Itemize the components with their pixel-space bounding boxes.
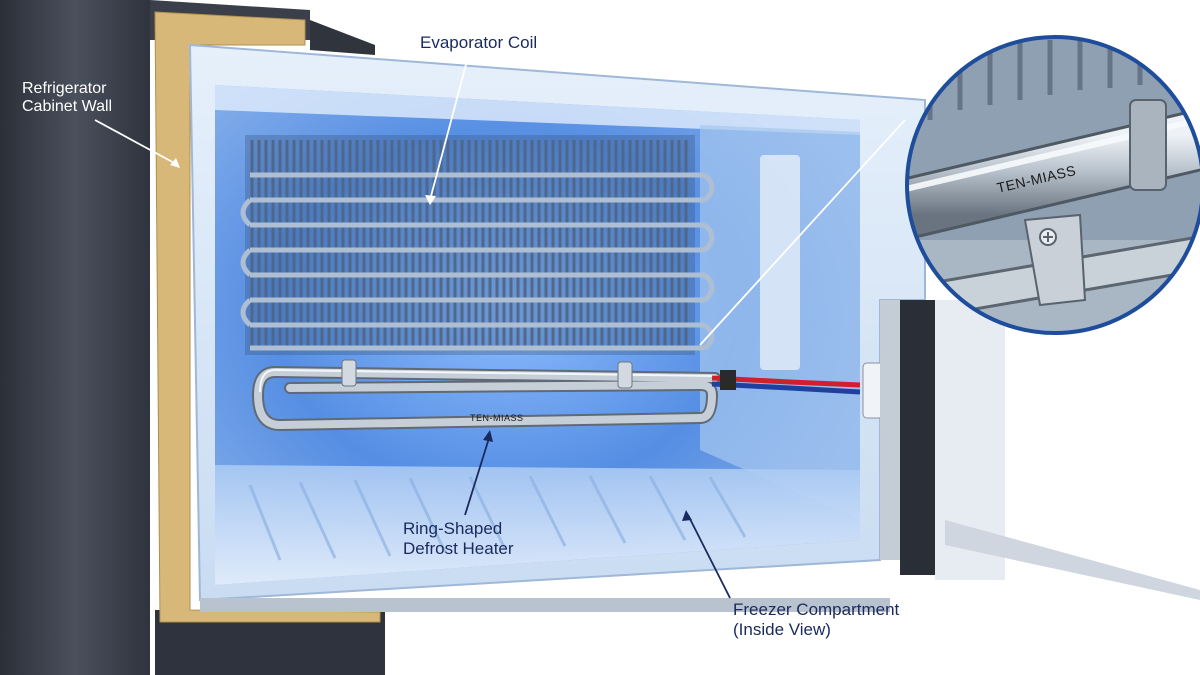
label-freezer-compartment: Freezer Compartment (Inside View) [733, 600, 899, 640]
label-freezer-line1: Freezer Compartment [733, 600, 900, 619]
insulation-foam [154, 11, 381, 623]
leader-heater [464, 434, 491, 516]
label-heater-line2: Defrost Heater [403, 539, 514, 558]
evaporator-tube-bend [703, 223, 715, 252]
freezer-floor [215, 465, 860, 585]
label-freezer-line2: (Inside View) [733, 620, 831, 639]
leader-lines [94, 56, 906, 346]
heater-marking: TEN-MIASS [470, 413, 524, 423]
evaporator-coil [240, 135, 715, 355]
label-evaporator-text: Evaporator Coil [420, 33, 538, 52]
label-defrost-heater: Ring-Shaped Defrost Heater [403, 519, 514, 559]
label-cabinet-wall-line2: Cabinet Wall [22, 98, 113, 115]
leader-evaporator [429, 56, 469, 201]
leader-freezer [687, 514, 731, 599]
label-evaporator-coil: Evaporator Coil [420, 33, 537, 53]
evaporator-tube-bend [703, 323, 715, 350]
evaporator-tube-bend [240, 248, 252, 277]
leader-zoom [699, 119, 906, 346]
label-cabinet-wall-line1: Refrigerator [22, 80, 107, 97]
evaporator-tube-bend [240, 198, 252, 227]
evaporator-tube-bend [240, 298, 252, 327]
leader-wall [94, 119, 179, 166]
label-heater-line1: Ring-Shaped [403, 519, 503, 538]
evaporator-tube-bend [703, 273, 715, 302]
door-frame [200, 300, 1200, 612]
evaporator-tube-bend [703, 173, 715, 202]
label-cabinet-wall: Refrigerator Cabinet Wall [22, 80, 112, 116]
